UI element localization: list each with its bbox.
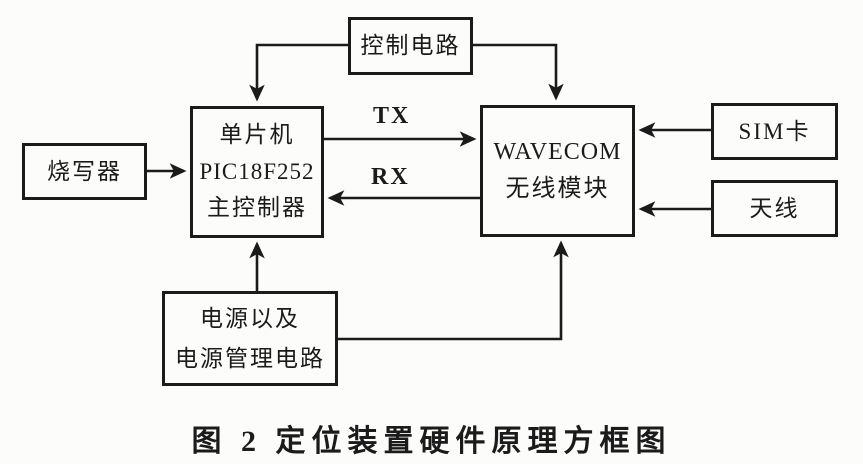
box-mcu-line1: 单片机	[219, 121, 295, 147]
connector-control-to-wireless	[473, 43, 564, 101]
box-power-management: 电源以及 电源管理电路	[162, 291, 338, 386]
connector-control-to-mcu	[249, 43, 348, 102]
box-programmer: 烧写器	[22, 143, 147, 200]
box-antenna: 天线	[711, 180, 838, 237]
box-wireless-line1: WAVECOM	[493, 138, 622, 165]
box-sim-card: SIM卡	[711, 103, 838, 160]
box-control-circuit: 控制电路	[348, 17, 473, 75]
box-wavecom-wireless-module: WAVECOM 无线模块	[480, 105, 635, 237]
box-mcu-line3: 主控制器	[207, 195, 307, 221]
rx-signal-label: RX	[371, 164, 410, 190]
box-control-circuit-label: 控制电路	[360, 33, 461, 59]
box-power-line1: 电源以及	[200, 306, 300, 332]
box-antenna-label: 天线	[749, 195, 800, 221]
box-power-line2: 电源管理电路	[175, 345, 325, 371]
box-programmer-label: 烧写器	[47, 158, 122, 184]
figure-caption: 图 2 定位装置硬件原理方框图	[191, 425, 672, 458]
box-sim-card-label: SIM卡	[738, 118, 811, 144]
box-wireless-line2: 无线模块	[505, 176, 610, 202]
box-mcu-main-controller: 单片机 PIC18F252 主控制器	[190, 106, 324, 238]
tx-signal-label: TX	[373, 103, 411, 129]
connector-power-to-wireless	[338, 240, 569, 341]
box-mcu-line2: PIC18F252	[199, 158, 315, 184]
